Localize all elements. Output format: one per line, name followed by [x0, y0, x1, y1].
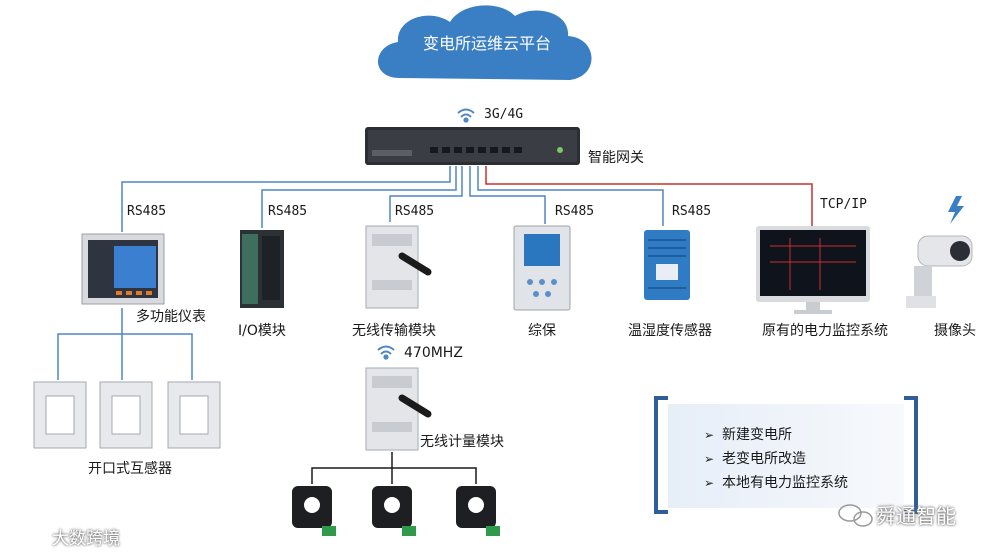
device-label-io: I/O模块: [238, 323, 286, 339]
device-label-camera: 摄像头: [934, 323, 976, 339]
feature-text-1: 新建变电所: [722, 427, 792, 443]
feature-text-2: 老变电所改造: [722, 451, 806, 467]
device-label-sensor: 温湿度传感器: [628, 323, 712, 339]
arrow-icon: ➢: [704, 428, 715, 442]
monitoring-system-monitor: [756, 226, 870, 314]
wechat-icon: [838, 504, 873, 527]
feature-text-3: 本地有电力监控系统: [722, 475, 848, 491]
device-label-wireless: 无线传输模块: [352, 323, 436, 339]
device-label-meter: 多功能仪表: [136, 309, 206, 325]
ct-lines: [57, 308, 193, 380]
rs485-label-sensor: RS485: [672, 204, 712, 219]
rs485-label-meter: RS485: [127, 204, 167, 219]
rs485-label-io: RS485: [268, 204, 308, 219]
current-transformers: [33, 381, 221, 449]
feature-item-1: ➢ 新建变电所: [704, 424, 792, 444]
device-label-monitor: 原有的电力监控系统: [762, 323, 888, 339]
io-module-device: [240, 230, 284, 308]
device-label-relay: 综保: [528, 323, 556, 339]
bus-lines: [121, 166, 813, 232]
watermark-right: 舜通智能: [876, 504, 956, 528]
clamp-sensors: [292, 486, 500, 536]
rs485-label-wireless: RS485: [395, 204, 435, 219]
gateway-wireless-label: 3G/4G: [484, 107, 524, 122]
gateway-label: 智能网关: [588, 150, 644, 166]
wireless-meter-label: 无线计量模块: [420, 434, 504, 450]
tcpip-label: TCP/IP: [820, 197, 867, 212]
wireless-module-device: [365, 225, 432, 309]
camera-device: [906, 235, 973, 308]
ct-label: 开口式互感器: [88, 461, 172, 477]
cloud-shape: [378, 5, 592, 80]
arrow-icon: ➢: [704, 476, 715, 490]
wireless-meter-device: [365, 367, 432, 451]
lightning-icon: [948, 196, 964, 224]
wifi-icon: [457, 108, 475, 123]
feature-item-3: ➢ 本地有电力监控系统: [704, 472, 848, 492]
feature-item-2: ➢ 老变电所改造: [704, 448, 806, 468]
watermark-left: 大数跨境: [52, 529, 120, 549]
rs485-label-relay: RS485: [555, 204, 595, 219]
wireless-freq-label: 470MHZ: [404, 345, 463, 361]
temperature-humidity-sensor-device: [644, 230, 690, 300]
feature-panel: [654, 396, 918, 514]
cloud-label: 变电所运维云平台: [422, 34, 551, 53]
meter-device: [81, 233, 165, 305]
gateway-device: [365, 127, 580, 165]
wifi-icon-470: [377, 345, 395, 360]
protection-relay-device: [513, 225, 571, 311]
clamp-lines: [311, 452, 477, 484]
arrow-icon: ➢: [704, 452, 715, 466]
